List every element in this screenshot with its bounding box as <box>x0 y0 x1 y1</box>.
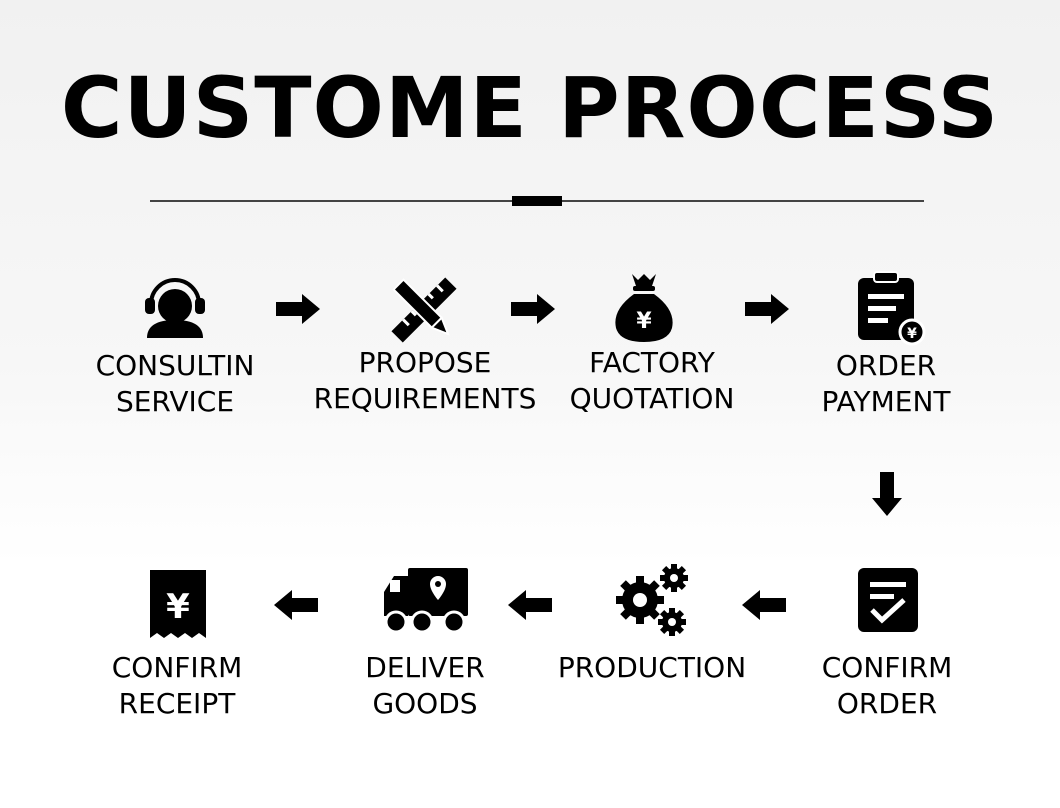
receipt-icon: ¥ <box>140 566 220 646</box>
title-divider-accent <box>512 196 562 206</box>
money-bag-icon: ¥ <box>604 268 684 348</box>
headset-person-icon <box>135 268 215 348</box>
step-label-order-payment: ORDER PAYMENT <box>821 349 951 418</box>
clipboard-payment-icon: ¥ <box>850 270 930 350</box>
delivery-truck-icon <box>382 562 472 642</box>
arrow-right-icon <box>276 294 320 324</box>
step-label-production: PRODUCTION <box>557 651 747 684</box>
svg-text:¥: ¥ <box>907 326 917 342</box>
arrow-right-icon <box>745 294 789 324</box>
pencil-ruler-icon <box>384 270 464 350</box>
arrow-down-icon <box>872 472 902 516</box>
arrow-left-icon <box>508 590 552 620</box>
arrow-left-icon <box>274 590 318 620</box>
gears-icon <box>612 562 692 642</box>
svg-text:¥: ¥ <box>166 587 190 627</box>
step-label-confirm-order: CONFIRM ORDER <box>821 651 953 720</box>
svg-text:¥: ¥ <box>636 309 652 334</box>
step-label-deliver-goods: DELIVER GOODS <box>365 651 485 720</box>
step-label-confirm-receipt: CONFIRM RECEIPT <box>111 651 243 720</box>
page-title: CUSTOME PROCESS <box>60 59 1000 157</box>
arrow-left-icon <box>742 590 786 620</box>
step-label-factory-quotation: FACTORY QUOTATION <box>569 346 735 415</box>
step-label-consultin-service: CONSULTIN SERVICE <box>95 349 255 418</box>
arrow-right-icon <box>511 294 555 324</box>
step-label-propose-requirements: PROPOSE REQUIREMENTS <box>313 346 537 415</box>
checked-document-icon <box>852 564 932 644</box>
